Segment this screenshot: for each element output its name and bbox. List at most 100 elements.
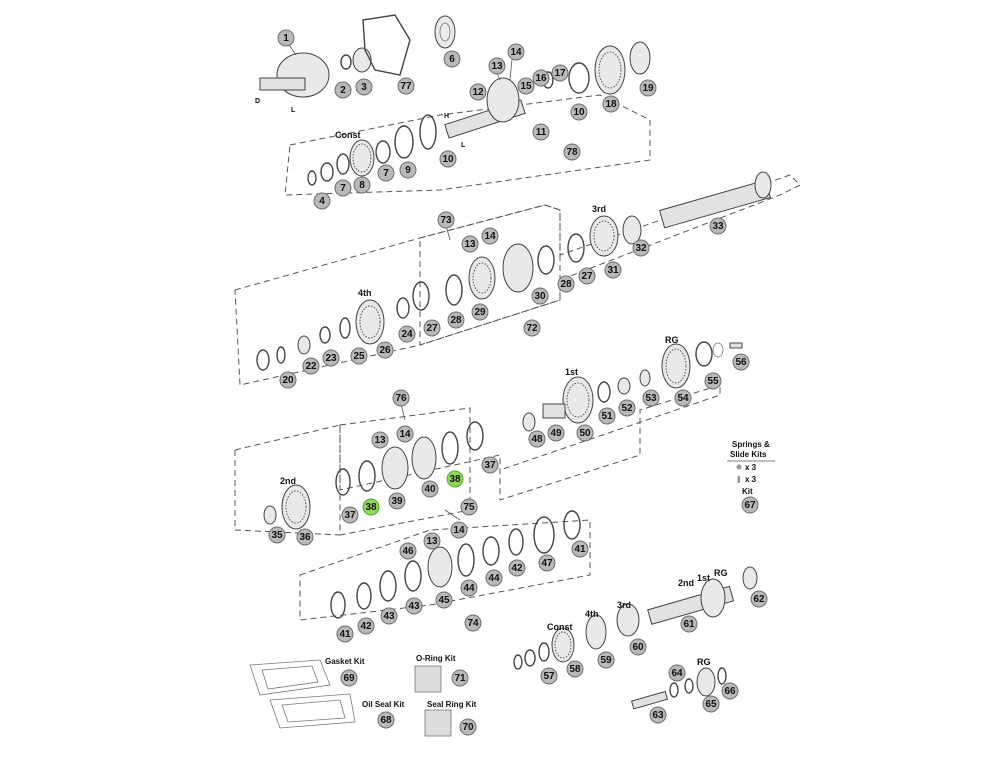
- part-callout-29[interactable]: 29: [471, 303, 489, 321]
- callout-circle: [313, 192, 331, 210]
- part-callout-40[interactable]: 40: [421, 480, 439, 498]
- part-callout-50[interactable]: 50: [576, 424, 594, 442]
- part-callout-73[interactable]: 73: [437, 211, 455, 229]
- part-callout-16[interactable]: 16: [532, 69, 550, 87]
- callout-circle: [392, 389, 410, 407]
- part-callout-7[interactable]: 7: [334, 179, 352, 197]
- part-callout-43[interactable]: 43: [405, 597, 423, 615]
- part-callout-33[interactable]: 33: [709, 217, 727, 235]
- part-callout-54[interactable]: 54: [674, 389, 692, 407]
- part-callout-30[interactable]: 30: [531, 287, 549, 305]
- part-callout-45[interactable]: 45: [435, 591, 453, 609]
- part-callout-37[interactable]: 37: [481, 456, 499, 474]
- part-callout-7[interactable]: 7: [377, 164, 395, 182]
- part-callout-31[interactable]: 31: [604, 261, 622, 279]
- part-callout-32[interactable]: 32: [632, 239, 650, 257]
- part-callout-76[interactable]: 76: [392, 389, 410, 407]
- part-callout-58[interactable]: 58: [566, 660, 584, 678]
- part-callout-14[interactable]: 14: [481, 227, 499, 245]
- part-callout-65[interactable]: 65: [702, 695, 720, 713]
- callout-number: 37: [484, 460, 496, 471]
- part-callout-44[interactable]: 44: [485, 569, 503, 587]
- part-callout-38[interactable]: 38: [362, 498, 380, 516]
- part-callout-44[interactable]: 44: [460, 579, 478, 597]
- part-callout-37[interactable]: 37: [341, 506, 359, 524]
- part-callout-10[interactable]: 10: [570, 103, 588, 121]
- part-callout-38[interactable]: 38: [446, 470, 464, 488]
- part-callout-51[interactable]: 51: [598, 407, 616, 425]
- part-callout-17[interactable]: 17: [551, 64, 569, 82]
- part-callout-8[interactable]: 8: [353, 176, 371, 194]
- callout-circle: [680, 615, 698, 633]
- part-callout-36[interactable]: 36: [296, 528, 314, 546]
- part-callout-12[interactable]: 12: [469, 83, 487, 101]
- part-callout-70[interactable]: 70: [459, 718, 477, 736]
- part-callout-55[interactable]: 55: [704, 372, 722, 390]
- part-callout-61[interactable]: 61: [680, 615, 698, 633]
- part-callout-2[interactable]: 2: [334, 81, 352, 99]
- callout-circle: [576, 424, 594, 442]
- part-callout-14[interactable]: 14: [450, 521, 468, 539]
- part-callout-77[interactable]: 77: [397, 77, 415, 95]
- part-callout-13[interactable]: 13: [488, 57, 506, 75]
- part-callout-19[interactable]: 19: [639, 79, 657, 97]
- part-callout-43[interactable]: 43: [380, 607, 398, 625]
- part-callout-10[interactable]: 10: [439, 150, 457, 168]
- part-callout-66[interactable]: 66: [721, 682, 739, 700]
- part-callout-39[interactable]: 39: [388, 492, 406, 510]
- part-callout-27[interactable]: 27: [578, 267, 596, 285]
- part-callout-74[interactable]: 74: [464, 614, 482, 632]
- part-callout-57[interactable]: 57: [540, 667, 558, 685]
- part-callout-60[interactable]: 60: [629, 638, 647, 656]
- callout-circle: [702, 695, 720, 713]
- part-callout-35[interactable]: 35: [268, 526, 286, 544]
- part-callout-22[interactable]: 22: [302, 357, 320, 375]
- part-callout-64[interactable]: 64: [668, 664, 686, 682]
- part-callout-28[interactable]: 28: [447, 311, 465, 329]
- part-callout-75[interactable]: 75: [460, 498, 478, 516]
- part-callout-42[interactable]: 42: [508, 559, 526, 577]
- part-callout-18[interactable]: 18: [602, 95, 620, 113]
- part-callout-26[interactable]: 26: [376, 341, 394, 359]
- part-callout-47[interactable]: 47: [538, 554, 556, 572]
- part-callout-1[interactable]: 1: [277, 29, 295, 47]
- part-callout-13[interactable]: 13: [461, 235, 479, 253]
- part-callout-48[interactable]: 48: [528, 430, 546, 448]
- part-callout-13[interactable]: 13: [423, 532, 441, 550]
- part-callout-20[interactable]: 20: [279, 371, 297, 389]
- part-callout-52[interactable]: 52: [618, 399, 636, 417]
- part-callout-62[interactable]: 62: [750, 590, 768, 608]
- part-callout-56[interactable]: 56: [732, 353, 750, 371]
- part-callout-49[interactable]: 49: [547, 424, 565, 442]
- part-callout-72[interactable]: 72: [523, 319, 541, 337]
- part-callout-9[interactable]: 9: [399, 161, 417, 179]
- callout-number: 59: [600, 655, 612, 666]
- part-callout-69[interactable]: 69: [340, 669, 358, 687]
- part-callout-68[interactable]: 68: [377, 711, 395, 729]
- part-callout-28[interactable]: 28: [557, 275, 575, 293]
- part-callout-42[interactable]: 42: [357, 617, 375, 635]
- part-callout-23[interactable]: 23: [322, 349, 340, 367]
- part-callout-3[interactable]: 3: [355, 78, 373, 96]
- part-callout-53[interactable]: 53: [642, 389, 660, 407]
- part-callout-67[interactable]: 67: [741, 496, 759, 514]
- part-callout-71[interactable]: 71: [451, 669, 469, 687]
- part-callout-24[interactable]: 24: [398, 325, 416, 343]
- part-callout-25[interactable]: 25: [350, 347, 368, 365]
- part-callout-15[interactable]: 15: [517, 77, 535, 95]
- part-callout-6[interactable]: 6: [443, 50, 461, 68]
- part-callout-63[interactable]: 63: [649, 706, 667, 724]
- part-callout-41[interactable]: 41: [336, 625, 354, 643]
- part-callout-4[interactable]: 4: [313, 192, 331, 210]
- part-callout-46[interactable]: 46: [399, 542, 417, 560]
- part-callout-59[interactable]: 59: [597, 651, 615, 669]
- part-callout-27[interactable]: 27: [423, 319, 441, 337]
- part-callout-14[interactable]: 14: [396, 425, 414, 443]
- part-callout-13[interactable]: 13: [371, 431, 389, 449]
- part-callout-11[interactable]: 11: [532, 123, 550, 141]
- part-callout-41[interactable]: 41: [571, 540, 589, 558]
- part-callout-14[interactable]: 14: [507, 43, 525, 61]
- part-callout-78[interactable]: 78: [563, 143, 581, 161]
- callout-number: 40: [424, 484, 436, 495]
